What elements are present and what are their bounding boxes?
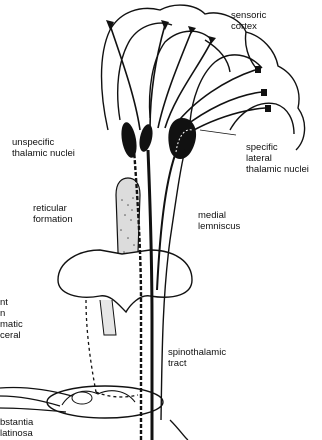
label-spinothalamic-tract: spinothalamic tract: [168, 347, 226, 369]
label-specific-lateral-thalamic-nuclei: specific lateral thalamic nuclei: [246, 142, 309, 175]
label-medial-lemniscus: medial lemniscus: [198, 210, 240, 232]
label-reticular-formation: reticular formation: [33, 203, 73, 225]
label-substantia-gelatinosa: bstantia latinosa: [0, 417, 33, 439]
specific-lateral-thalamic-nuclei-shape: [168, 118, 196, 159]
pointer-lines: [200, 130, 236, 135]
spinal-cord-section: [47, 386, 163, 418]
projection-fibers: [110, 25, 265, 135]
label-sensoric-cortex: sensoric cortex: [231, 10, 266, 32]
brainstem-section: [58, 250, 192, 335]
label-unspecific-thalamic-nuclei: unspecific thalamic nuclei: [12, 137, 75, 159]
label-left-cut: nt n matic ceral: [0, 297, 23, 341]
